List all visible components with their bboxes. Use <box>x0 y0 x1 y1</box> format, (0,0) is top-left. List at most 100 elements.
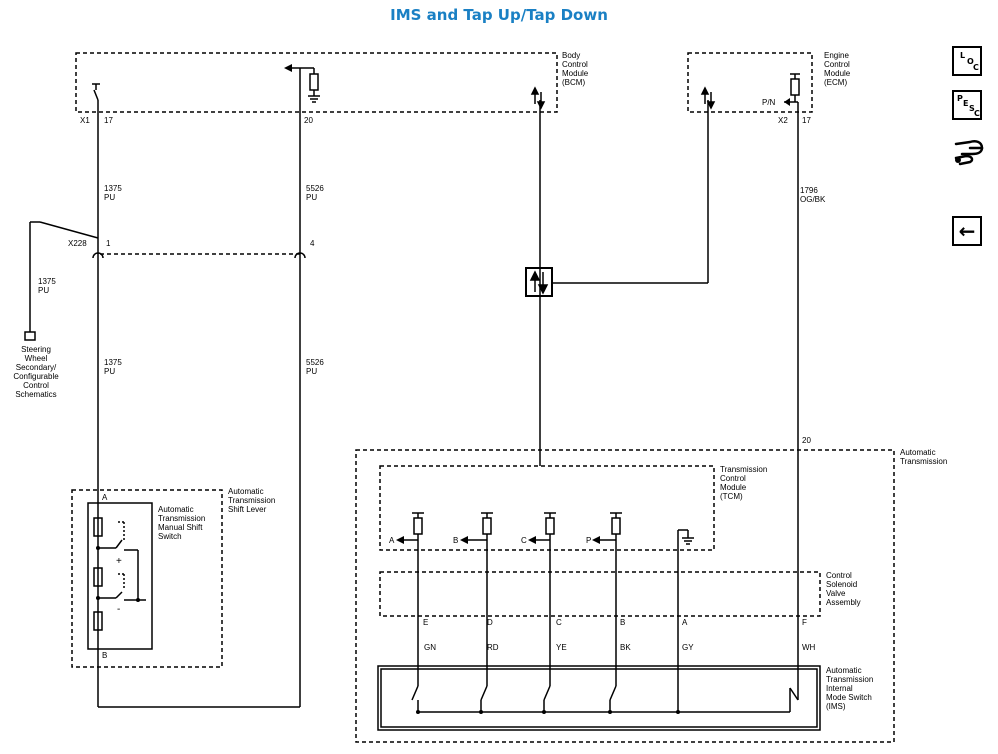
bcm-label-0: Body <box>562 51 580 60</box>
ims-label-2: Internal <box>826 684 853 693</box>
manual-shift-switch-box <box>87 502 153 650</box>
ims-color-bk: BK <box>620 643 631 652</box>
ims-pin-d: D <box>487 618 493 627</box>
bcm-pin-17: 17 <box>104 116 113 125</box>
shift-lever-label-1: Transmission <box>228 496 275 505</box>
switch-plus: + <box>116 556 122 567</box>
tcm-input-b: B <box>453 536 458 545</box>
solenoid-label-2: Valve <box>826 589 846 598</box>
ims-pin-c: C <box>556 618 562 627</box>
ecm-pn: P/N <box>762 98 776 107</box>
ims-label-1: Transmission <box>826 675 873 684</box>
switch-minus: - <box>117 604 120 615</box>
ims-labels: Automatic Transmission Internal Mode Swi… <box>826 666 873 711</box>
back-arrow-icon[interactable]: ← <box>952 216 982 246</box>
ims-pin-labels: E D C B A F GN RD YE BK GY WH <box>423 618 816 652</box>
solenoid-labels: Control Solenoid Valve Assembly <box>826 571 861 607</box>
loc-letter-c: C <box>973 63 979 72</box>
ims-pin-a: A <box>682 618 688 627</box>
ecm-connector: X2 <box>778 116 788 125</box>
wire-labels: 1375 PU 5526 PU 1375 PU 5526 PU 1375 PU … <box>38 184 826 376</box>
ecm-label-2: Module <box>824 69 851 78</box>
ecm-labels: Engine Control Module (ECM) P/N X2 17 <box>762 51 851 125</box>
bcm-pin-20: 20 <box>304 116 313 125</box>
tcm-label-1: Control <box>720 474 746 483</box>
ecm-box <box>687 52 813 113</box>
ims-color-gy: GY <box>682 643 694 652</box>
solenoid-box <box>379 571 821 617</box>
auto-trans-label-0: Automatic <box>900 448 936 457</box>
ims-box-inner <box>380 668 818 728</box>
tcm-input-p: P <box>586 536 591 545</box>
wire-1375-left-color: PU <box>38 286 49 295</box>
auto-trans-labels: Automatic Transmission 20 <box>802 436 947 466</box>
tcm-label-0: Transmission <box>720 465 767 474</box>
steering-ref-4: Control <box>23 381 49 390</box>
bcm-label-1: Control <box>562 60 588 69</box>
tcm-input-a: A <box>389 536 395 545</box>
pesc-button[interactable]: P E S C <box>952 90 982 120</box>
component-locator-button[interactable]: L O C <box>952 46 982 76</box>
pesc-letter-c: C <box>974 109 980 118</box>
ims-label-0: Automatic <box>826 666 862 675</box>
solenoid-label-1: Solenoid <box>826 580 857 589</box>
x228-pin-4: 4 <box>310 239 315 248</box>
wire-1375-top-color: PU <box>104 193 115 202</box>
tcm-label-3: (TCM) <box>720 492 743 501</box>
wire-1375-top-num: 1375 <box>104 184 122 193</box>
ims-pin-e: E <box>423 618 428 627</box>
ims-pin-f: F <box>802 618 807 627</box>
wire-5526-mid-num: 5526 <box>306 358 324 367</box>
diagram-title: IMS and Tap Up/Tap Down <box>390 6 608 24</box>
pesc-letter-p: P <box>957 94 963 103</box>
wire-5526-mid-color: PU <box>306 367 317 376</box>
shift-lever-label-0: Automatic <box>228 487 264 496</box>
ims-color-wh: WH <box>802 643 816 652</box>
ims-label-3: Mode Switch <box>826 693 872 702</box>
ims-color-ye: YE <box>556 643 567 652</box>
bcm-labels: Body Control Module (BCM) X1 17 20 <box>80 51 589 125</box>
wire-1796-color: OG/BK <box>800 195 826 204</box>
tcm-labels: Transmission Control Module (TCM) A B C … <box>389 465 767 545</box>
ims-switches <box>411 685 791 713</box>
ims-label-4: (IMS) <box>826 702 846 711</box>
x228-name: X228 <box>68 239 87 248</box>
shift-lever-label-2: Shift Lever <box>228 505 267 514</box>
steering-ref-3: Configurable <box>13 372 59 381</box>
shift-lever-box <box>71 489 223 668</box>
auto-trans-label-1: Transmission <box>900 457 947 466</box>
x228-labels: X228 1 4 <box>68 239 315 248</box>
ecm-label-1: Control <box>824 60 850 69</box>
bcm-label-2: Module <box>562 69 589 78</box>
switch-label-0: Automatic <box>158 505 194 514</box>
shift-lever-labels: Automatic Transmission Shift Lever Autom… <box>102 487 275 660</box>
loc-letter-l: L <box>960 51 966 60</box>
tcm-label-2: Module <box>720 483 747 492</box>
wire-1375-mid-num: 1375 <box>104 358 122 367</box>
wire-5526-top-color: PU <box>306 193 317 202</box>
connector-hand-icon[interactable] <box>952 134 988 168</box>
shift-pin-b: B <box>102 651 107 660</box>
steering-ref-5: Schematics <box>15 390 56 399</box>
steering-ref-1: Wheel <box>25 354 48 363</box>
wire-1375-left-num: 1375 <box>38 277 56 286</box>
steering-ref-labels: Steering Wheel Secondary/ Configurable C… <box>13 345 59 399</box>
ims-color-rd: RD <box>487 643 499 652</box>
ecm-pin-17: 17 <box>802 116 811 125</box>
wire-1796-num: 1796 <box>800 186 818 195</box>
bcm-box <box>75 52 558 113</box>
steering-ref-2: Secondary/ <box>16 363 57 372</box>
wire-5526-top-num: 5526 <box>306 184 324 193</box>
switch-label-1: Transmission <box>158 514 205 523</box>
ims-color-gn: GN <box>424 643 436 652</box>
solenoid-label-0: Control <box>826 571 852 580</box>
tcm-box <box>379 465 715 551</box>
automatic-transmission-box <box>355 449 895 743</box>
ecm-label-0: Engine <box>824 51 849 60</box>
pesc-letter-s: S <box>969 104 975 113</box>
tcm-input-circuits <box>404 512 694 712</box>
solenoid-label-3: Assembly <box>826 598 861 607</box>
bcm-connector: X1 <box>80 116 90 125</box>
switch-label-2: Manual Shift <box>158 523 203 532</box>
